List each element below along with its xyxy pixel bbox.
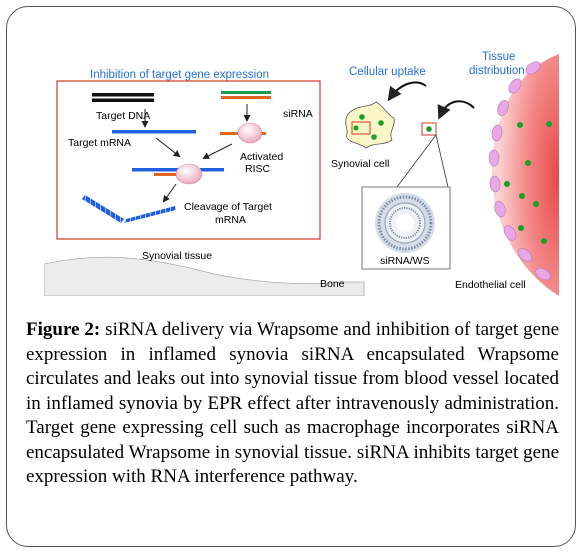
- target-mrna-label: Target mRNA: [68, 137, 131, 149]
- target-dna: [92, 93, 154, 102]
- arrow-icon: [202, 143, 233, 159]
- cleavage-label-1: Cleavage of Target: [184, 201, 272, 213]
- caption-text: siRNA delivery via Wrapsome and inhibiti…: [26, 319, 559, 487]
- inhibition-inset: [56, 80, 321, 240]
- target-dna-label: Target DNA: [96, 110, 150, 122]
- sirna-label: siRNA: [283, 108, 313, 120]
- tissue-distribution-label-1: Tissue: [482, 51, 515, 63]
- figure-caption: Figure 2: siRNA delivery via Wrapsome an…: [26, 318, 559, 490]
- activated-risc-label-1: Activated: [240, 151, 283, 163]
- curved-arrow-icon: [387, 81, 427, 102]
- zoom-line: [396, 134, 437, 188]
- wrapsome-diagram: Inhibition of target gene expression Tar…: [44, 51, 559, 296]
- wrapsome-in-tissue: [421, 122, 437, 136]
- sirna-ws-label: siRNA/WS: [380, 255, 430, 267]
- curved-arrow-icon: [437, 100, 475, 120]
- activated-risc: [220, 122, 266, 144]
- blood-vessel: [488, 54, 559, 296]
- inset-title: Inhibition of target gene expression: [90, 69, 269, 81]
- caption-label: Figure 2:: [26, 319, 101, 340]
- bone: [44, 256, 365, 296]
- tissue-distribution-label-2: distribution: [469, 65, 525, 77]
- wrapsome-particle-icon: [361, 186, 451, 270]
- activated-risc-label-2: RISC: [245, 163, 271, 175]
- bone-label: Bone: [320, 278, 345, 290]
- cleavage-label-2: mRNA: [215, 214, 246, 226]
- zoom-line: [435, 134, 449, 188]
- synovial-cell-label: Synovial cell: [331, 158, 389, 170]
- synovial-cell-icon: [345, 101, 395, 149]
- synovial-tissue-label: Synovial tissue: [142, 250, 212, 262]
- cellular-uptake-label: Cellular uptake: [349, 66, 426, 78]
- target-mrna: [112, 130, 196, 134]
- mrna-risc-complex: [132, 163, 224, 185]
- sirna-duplex: [221, 91, 271, 99]
- endothelial-cell-label: Endothelial cell: [455, 279, 526, 291]
- arrow-down-icon: [162, 183, 177, 203]
- cleaved-mrna: [82, 195, 176, 223]
- arrow-icon: [155, 137, 181, 158]
